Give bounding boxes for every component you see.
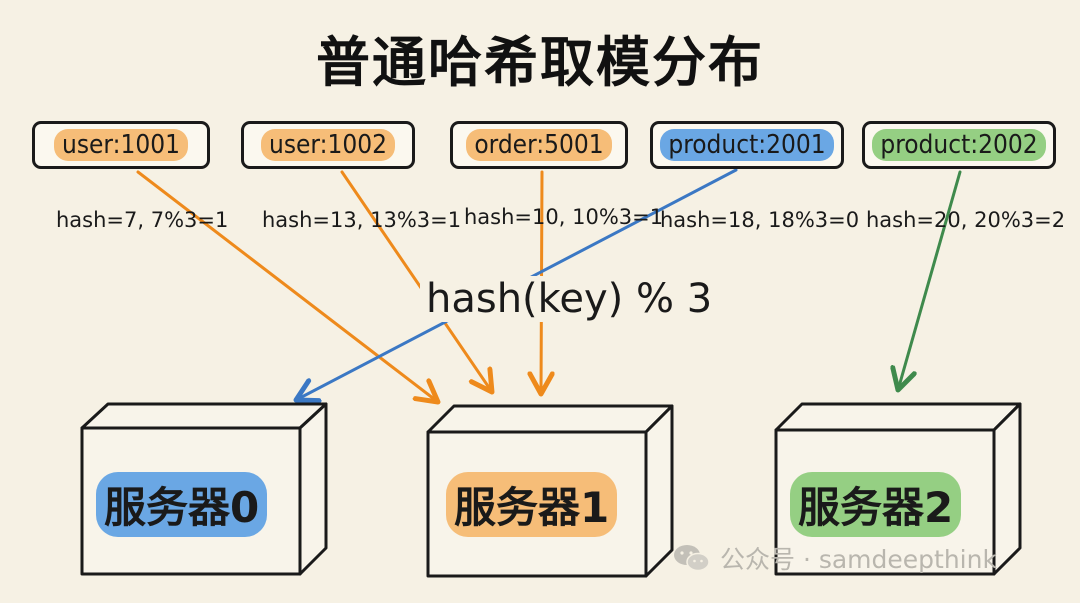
hash-label-order-5001: hash=10, 10%3=1 bbox=[464, 205, 664, 229]
key-label: user:1002 bbox=[261, 129, 395, 161]
page-title: 普通哈希取模分布 bbox=[316, 31, 764, 94]
hash-label-product-2002: hash=20, 20%3=2 bbox=[866, 208, 1066, 232]
key-box-user-1001: user:1001 bbox=[32, 121, 210, 169]
wechat-icon bbox=[674, 545, 710, 572]
hash-label-product-2001: hash=18, 18%3=0 bbox=[660, 208, 860, 232]
key-box-order-5001: order:5001 bbox=[450, 121, 628, 169]
server-2-label: 服务器2 bbox=[790, 472, 962, 537]
watermark-text: 公众号 · samdeepthink bbox=[720, 545, 997, 574]
hash-label-user-1001: hash=7, 7%3=1 bbox=[56, 208, 229, 232]
hash-formula: hash(key) % 3 bbox=[420, 276, 719, 322]
server-0-label: 服务器0 bbox=[96, 472, 268, 537]
key-label: product:2002 bbox=[872, 129, 1046, 161]
key-box-product-2002: product:2002 bbox=[862, 121, 1056, 169]
key-label: user:1001 bbox=[54, 129, 188, 161]
key-label: product:2001 bbox=[660, 129, 834, 161]
server-1-label: 服务器1 bbox=[446, 472, 618, 537]
arrow-user1001-to-server1 bbox=[136, 170, 438, 402]
arrow-user1002-to-server1 bbox=[340, 170, 492, 392]
key-label: order:5001 bbox=[466, 129, 612, 161]
key-box-user-1002: user:1002 bbox=[241, 121, 415, 169]
hash-label-user-1002: hash=13, 13%3=1 bbox=[262, 208, 462, 232]
arrow-product2002-to-server2 bbox=[898, 170, 962, 390]
watermark: 公众号 · samdeepthink bbox=[672, 540, 997, 576]
key-box-product-2001: product:2001 bbox=[650, 121, 844, 169]
